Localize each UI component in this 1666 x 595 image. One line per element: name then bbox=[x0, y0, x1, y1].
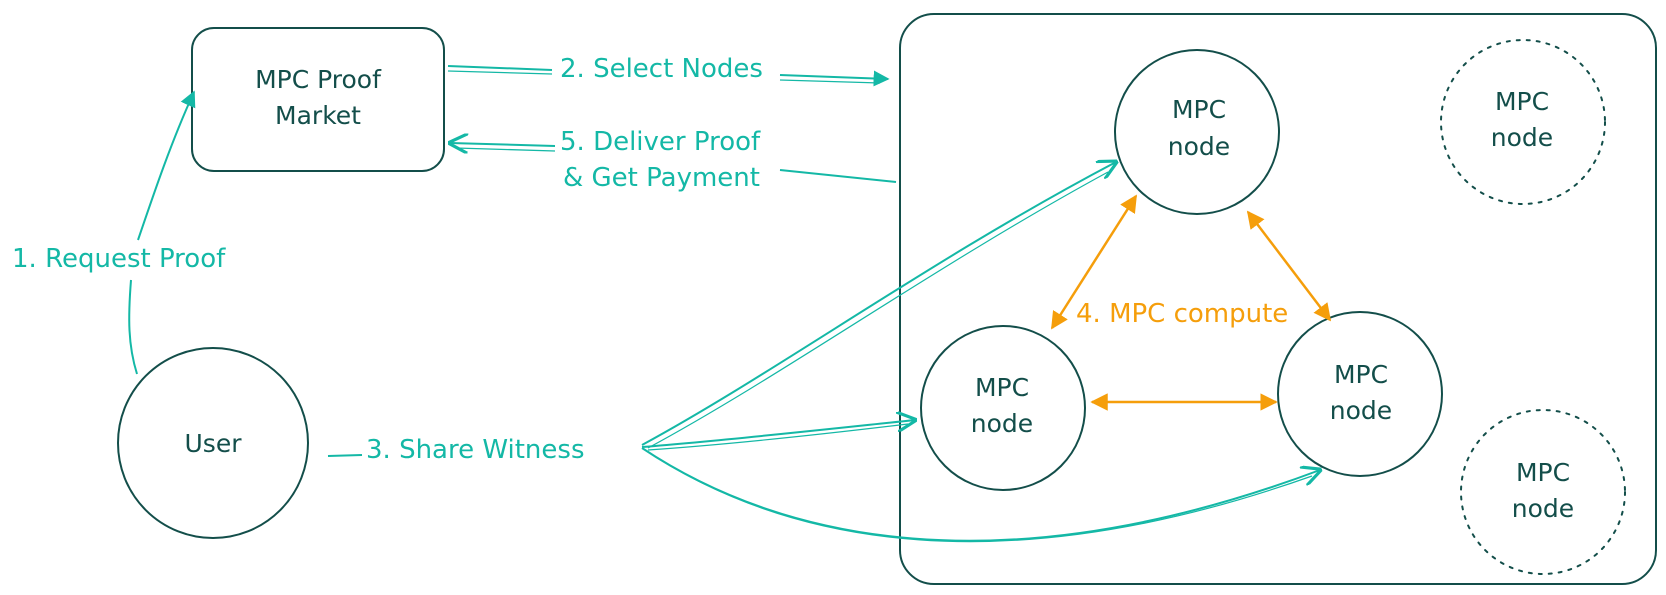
edge-share-witness-label: 3. Share Witness bbox=[366, 435, 585, 465]
mpc-node-inactive-top-line1: MPC bbox=[1495, 87, 1549, 116]
edge-deliver-proof-label-line2: & Get Payment bbox=[563, 163, 760, 193]
mpc-node-left-line1: MPC bbox=[975, 373, 1029, 402]
edge-share-witness-to-top bbox=[641, 162, 1116, 446]
mpc-node-left-circle bbox=[920, 325, 1086, 491]
mpc-node-top-line2: node bbox=[1168, 132, 1230, 161]
edge-deliver-proof: 5. Deliver Proof & Get Payment bbox=[450, 127, 897, 193]
mpc-node-right-line1: MPC bbox=[1334, 360, 1388, 389]
edge-select-nodes-line-right-2 bbox=[779, 79, 881, 84]
mpc-node-inactive-bottom: MPC node bbox=[1460, 409, 1626, 575]
edge-deliver-proof-line-left bbox=[450, 143, 556, 146]
mpc-node-right-line2: node bbox=[1330, 396, 1392, 425]
edge-deliver-proof-label-line1: 5. Deliver Proof bbox=[560, 127, 761, 157]
edge-deliver-proof-line-right bbox=[779, 169, 897, 183]
edge-select-nodes-label: 2. Select Nodes bbox=[560, 54, 763, 84]
mpc-node-inactive-top-circle bbox=[1440, 39, 1606, 205]
edge-share-witness-to-top-2 bbox=[647, 171, 1109, 449]
mpc-node-top: MPC node bbox=[1114, 49, 1280, 215]
edge-request-proof-line-upper bbox=[137, 90, 196, 241]
edge-select-nodes-line-left bbox=[447, 65, 553, 71]
edge-share-witness-to-left-2 bbox=[647, 423, 909, 451]
user-circle bbox=[117, 347, 309, 539]
edge-share-witness-to-right-2 bbox=[647, 451, 1313, 543]
edge-share-witness-to-right bbox=[641, 447, 1320, 542]
edge-share-witness-stub bbox=[327, 454, 363, 457]
user-label: User bbox=[185, 429, 243, 458]
edge-share-witness: 3. Share Witness bbox=[327, 162, 1320, 543]
mpc-node-inactive-top: MPC node bbox=[1440, 39, 1606, 205]
mpc-node-top-circle bbox=[1114, 49, 1280, 215]
mpc-network-container bbox=[899, 13, 1657, 585]
mpc-proof-market-node: MPC Proof Market bbox=[191, 27, 445, 172]
market-label-line1: MPC Proof bbox=[255, 65, 382, 94]
market-box bbox=[191, 27, 445, 172]
mpc-node-inactive-bottom-circle bbox=[1460, 409, 1626, 575]
mpc-node-right-circle bbox=[1277, 311, 1443, 477]
edge-deliver-proof-line-left-2 bbox=[455, 147, 556, 152]
compute-arrow-top-right bbox=[1246, 210, 1332, 322]
edge-request-proof: 1. Request Proof bbox=[12, 90, 226, 375]
edge-mpc-compute-label: 4. MPC compute bbox=[1076, 299, 1288, 329]
edge-share-witness-to-left bbox=[641, 420, 915, 448]
edge-mpc-compute: 4. MPC compute bbox=[1050, 194, 1332, 411]
edge-select-nodes-line-left-2 bbox=[447, 70, 553, 75]
edge-select-nodes: 2. Select Nodes bbox=[447, 54, 890, 87]
edge-select-nodes-line-right bbox=[779, 70, 890, 87]
mpc-node-left-line2: node bbox=[971, 409, 1033, 438]
edge-request-proof-label: 1. Request Proof bbox=[12, 244, 226, 274]
mpc-node-right: MPC node bbox=[1277, 311, 1443, 477]
user-node: User bbox=[117, 347, 309, 539]
mpc-node-left: MPC node bbox=[920, 325, 1086, 491]
mpc-node-inactive-bottom-line1: MPC bbox=[1516, 458, 1570, 487]
mpc-node-top-line1: MPC bbox=[1172, 95, 1226, 124]
compute-arrow-top-left bbox=[1050, 194, 1138, 330]
mpc-node-inactive-top-line2: node bbox=[1491, 123, 1553, 152]
mpc-node-inactive-bottom-line2: node bbox=[1512, 494, 1574, 523]
edge-request-proof-line-lower bbox=[128, 279, 138, 375]
market-label-line2: Market bbox=[275, 101, 361, 130]
